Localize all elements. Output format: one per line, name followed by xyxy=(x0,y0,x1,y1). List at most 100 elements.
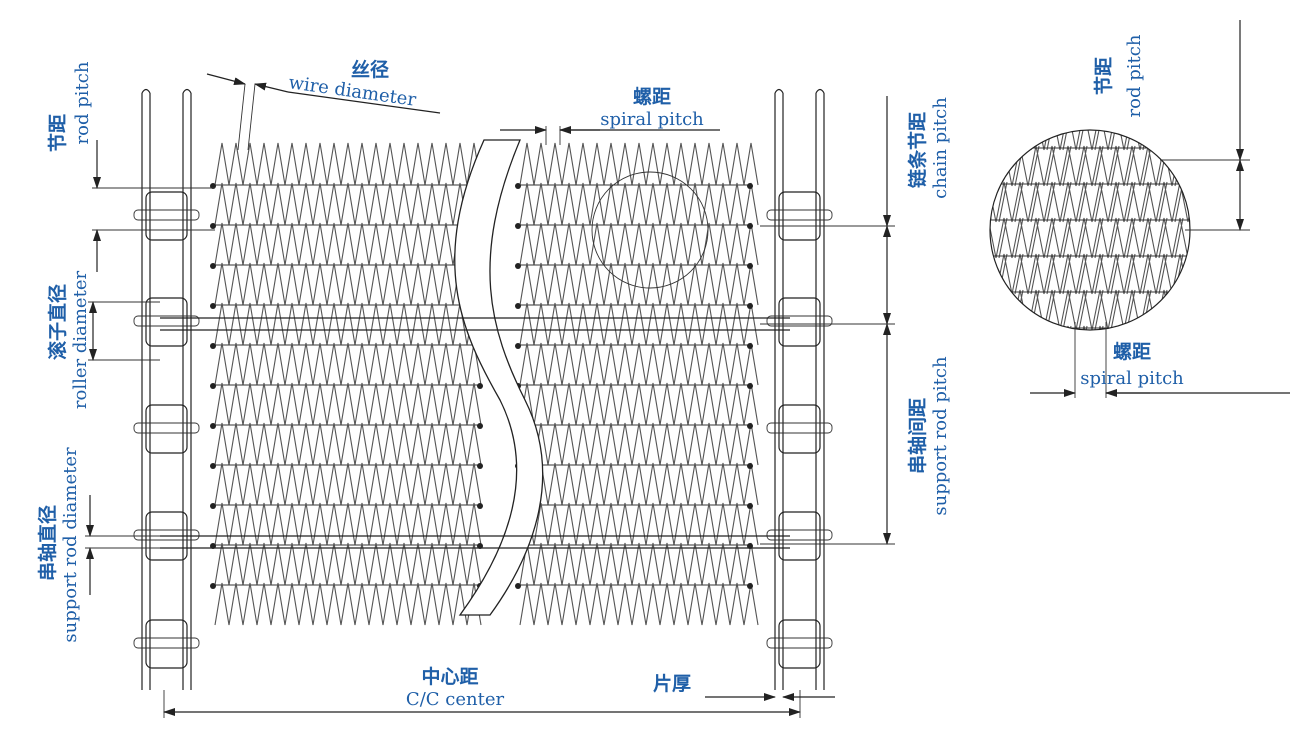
rod-end xyxy=(477,503,483,509)
left-chain-links xyxy=(133,191,200,669)
spiral-wire-row xyxy=(519,342,759,386)
spiral-wire-row xyxy=(214,222,482,266)
chain-pin xyxy=(766,529,833,541)
spiral-wire-row xyxy=(214,262,482,306)
chain-plate xyxy=(145,619,188,669)
chain-plate xyxy=(145,404,188,454)
label-support-rod-diameter-en: support rod diameter xyxy=(60,447,81,643)
chain-plate xyxy=(145,191,188,241)
spiral-wire-row xyxy=(519,502,759,546)
rod-end xyxy=(515,183,521,189)
dimension-lines xyxy=(85,73,895,718)
rod-end xyxy=(747,583,753,589)
mesh-left xyxy=(210,142,483,626)
label-roller-diameter-cn: 滚子直径 xyxy=(46,284,69,360)
chain-plate xyxy=(145,297,188,347)
detail-wire-row xyxy=(990,217,1190,259)
spiral-wire-row xyxy=(519,182,759,226)
mesh-right xyxy=(515,142,759,626)
rod-end xyxy=(210,503,216,509)
rod-end xyxy=(515,263,521,269)
label-spiral-pitch-cn: 螺距 xyxy=(633,86,671,108)
spiral-wire-row xyxy=(519,262,759,306)
spiral-wire-row xyxy=(214,582,482,626)
label-detail-rod-pitch-cn: 节距 xyxy=(1093,57,1115,95)
rod-end xyxy=(747,263,753,269)
right-chain-links xyxy=(766,191,833,669)
spiral-wire-row xyxy=(214,422,482,466)
rod-end xyxy=(210,303,216,309)
detail-wire-row xyxy=(990,253,1190,295)
rod-end xyxy=(210,343,216,349)
chain-pin xyxy=(133,422,200,434)
rod-end xyxy=(210,463,216,469)
detail-wire-row xyxy=(990,181,1190,223)
rod-end xyxy=(747,463,753,469)
label-detail-spiral-pitch-cn: 螺距 xyxy=(1113,341,1151,363)
label-center-en: C/C center xyxy=(406,689,505,710)
rod-end xyxy=(210,583,216,589)
rod-end xyxy=(210,263,216,269)
rod-end xyxy=(210,183,216,189)
detail-wire-row xyxy=(990,289,1190,330)
spiral-wire-row xyxy=(214,182,482,226)
spiral-wire-row xyxy=(519,142,759,186)
left-chain xyxy=(133,88,200,690)
label-wire-diameter-cn: 丝径 xyxy=(351,58,389,81)
label-center-cn: 中心距 xyxy=(421,665,478,688)
spiral-wire-row xyxy=(519,462,759,506)
spiral-wire-row xyxy=(519,422,759,466)
rod-end xyxy=(210,423,216,429)
chain-pin xyxy=(766,422,833,434)
chain-pin xyxy=(766,209,833,221)
spiral-wire-row xyxy=(214,142,482,186)
spiral-wire-row xyxy=(519,582,759,626)
rod-end xyxy=(747,183,753,189)
spiral-wire-row xyxy=(214,542,482,586)
spiral-wire-row xyxy=(214,502,482,546)
rod-end xyxy=(477,423,483,429)
rod-end xyxy=(515,583,521,589)
spiral-wire-row xyxy=(214,382,482,426)
rod-end xyxy=(210,223,216,229)
break-curve xyxy=(454,139,544,616)
rod-end xyxy=(747,423,753,429)
spiral-wire-row xyxy=(214,302,482,346)
detail-wire-row xyxy=(990,325,1190,330)
label-support-rod-pitch-en: support rod pitch xyxy=(930,356,951,516)
chain-pin xyxy=(766,637,833,649)
rod-end xyxy=(747,383,753,389)
label-detail-spiral-pitch-en: spiral pitch xyxy=(1080,368,1184,389)
spiral-wire-row xyxy=(519,302,759,346)
rod-end xyxy=(515,223,521,229)
rod-end xyxy=(515,303,521,309)
detail-marker-circle xyxy=(591,171,709,289)
spiral-wire-row xyxy=(519,542,759,586)
chain-pin xyxy=(133,209,200,221)
spiral-wire-row xyxy=(214,342,482,386)
label-roller-diameter-en: roller diameter xyxy=(70,271,91,410)
chain-plate xyxy=(778,619,821,669)
chain-plate xyxy=(778,191,821,241)
chain-pin xyxy=(766,315,833,327)
label-plate-thickness-cn: 片厚 xyxy=(653,672,691,695)
spiral-wire-row xyxy=(519,382,759,426)
label-support-rod-pitch-cn: 串轴间距 xyxy=(906,398,929,474)
labels: 节距 rod pitch 丝径 wire diameter 螺距 spiral … xyxy=(36,34,1184,710)
rod-end xyxy=(747,303,753,309)
label-rod-pitch-cn: 节距 xyxy=(47,114,69,152)
rod-end xyxy=(747,343,753,349)
label-support-rod-diameter-cn: 串轴直径 xyxy=(36,505,59,581)
label-chain-pitch-en: chain pitch xyxy=(930,97,951,199)
label-chain-pitch-cn: 链条节距 xyxy=(906,112,929,188)
rod-end xyxy=(747,223,753,229)
rod-end xyxy=(515,343,521,349)
label-detail-rod-pitch-en: rod pitch xyxy=(1124,34,1145,117)
chain-plate xyxy=(778,404,821,454)
rod-end xyxy=(477,463,483,469)
rod-end xyxy=(210,383,216,389)
chain-pin xyxy=(133,637,200,649)
chain-pin xyxy=(133,529,200,541)
label-spiral-pitch-en: spiral pitch xyxy=(600,109,704,130)
